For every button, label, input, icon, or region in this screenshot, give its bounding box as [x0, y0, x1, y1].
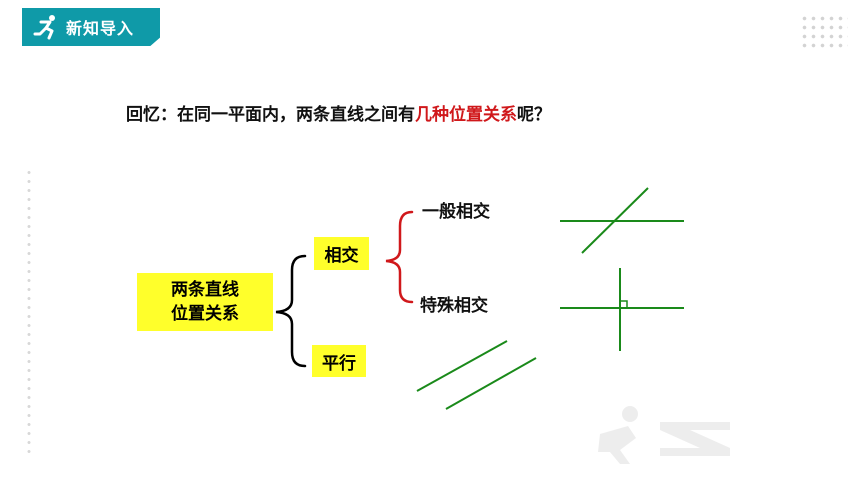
special-intersection-label: 特殊相交 — [420, 296, 488, 316]
black-brace — [275, 254, 307, 368]
general-intersection-label: 一般相交 — [422, 202, 490, 222]
running-figure-icon — [33, 15, 55, 40]
question-suffix: 呢？ — [517, 105, 551, 125]
section-title: 新知导入 — [66, 19, 135, 38]
red-brace — [385, 210, 414, 304]
parallel-line-1 — [416, 340, 508, 392]
general-slanted-line — [581, 187, 649, 254]
intersect-box: 相交 — [314, 237, 369, 270]
decorative-dot-column — [26, 168, 32, 458]
question-text: 回忆：在同一平面内，两条直线之间有几种位置关系呢？ — [126, 100, 551, 125]
root-line-1: 两条直线 — [171, 280, 239, 300]
watermark-logo — [598, 406, 730, 464]
question-prefix: 回忆：在同一平面内，两条直线之间有 — [126, 105, 415, 125]
question-highlight: 几种位置关系 — [415, 105, 517, 125]
parallel-box: 平行 — [312, 345, 366, 377]
section-banner: 新知导入 — [22, 8, 160, 46]
root-line-2: 位置关系 — [171, 304, 239, 324]
root-concept-box: 两条直线 位置关系 — [137, 273, 273, 331]
decorative-dot-grid — [800, 14, 848, 52]
parallel-line-2 — [445, 357, 537, 410]
right-angle-marker — [619, 300, 628, 309]
